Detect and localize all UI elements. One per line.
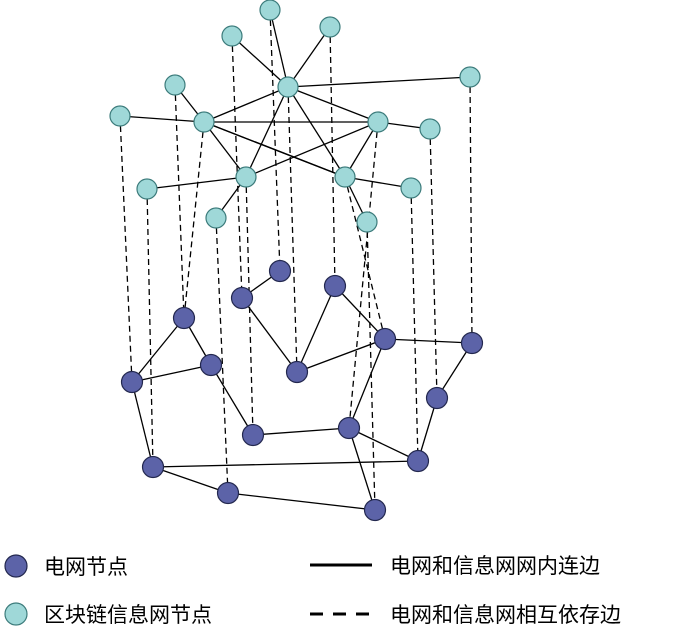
dependency-edge	[174, 84, 185, 319]
legend-internal-edge-label: 电网和信息网网内连边	[390, 554, 600, 578]
power-edge	[131, 381, 154, 468]
dependency-edges	[119, 9, 473, 511]
info-edge	[203, 121, 247, 178]
info-node	[164, 74, 186, 96]
info-node	[277, 76, 299, 98]
info-edge	[344, 121, 379, 178]
power-edge	[296, 338, 386, 373]
power-edge	[348, 338, 386, 429]
legend: 电网节点 区块链信息网节点 电网和信息网网内连边 电网和信息网相互依存边	[4, 554, 621, 627]
power-node	[425, 386, 449, 410]
power-edge	[296, 285, 336, 373]
dependency-edge	[146, 188, 154, 468]
dependency-edge	[344, 176, 386, 340]
power-edge	[131, 317, 185, 383]
info-node	[334, 166, 356, 188]
power-edge	[252, 427, 350, 436]
power-node	[323, 274, 347, 298]
dependency-edge	[329, 26, 336, 287]
power-edge	[348, 427, 419, 462]
info-edge	[245, 121, 379, 178]
info-node	[193, 111, 215, 133]
info-edge	[287, 76, 471, 88]
info-node	[400, 177, 422, 199]
power-node	[172, 306, 196, 330]
power-node	[363, 498, 387, 522]
power-node	[230, 286, 254, 310]
power-node	[285, 360, 309, 384]
info-node	[136, 178, 158, 200]
power-node	[373, 327, 397, 351]
legend-power-node-label: 电网节点	[44, 555, 128, 579]
power-edge	[241, 297, 298, 373]
power-node	[120, 370, 144, 394]
power-edge	[227, 492, 376, 511]
info-edge	[146, 176, 247, 190]
dependency-edge	[429, 128, 438, 399]
power-node	[460, 331, 484, 355]
legend-info-node-icon	[4, 602, 28, 626]
dependency-edge	[469, 76, 473, 344]
info-node	[205, 207, 227, 229]
info-edge	[231, 35, 289, 88]
info-edge	[287, 86, 346, 178]
dependency-edge	[119, 115, 133, 383]
legend-dependency-edge-label: 电网和信息网相互依存边	[390, 603, 621, 627]
info-node	[459, 66, 481, 88]
power-node	[406, 449, 430, 473]
info-node	[319, 16, 341, 38]
dependency-edge	[287, 86, 298, 373]
power-node	[268, 259, 292, 283]
power-network-nodes	[120, 259, 484, 522]
power-edge	[131, 364, 212, 383]
info-node	[356, 211, 378, 233]
power-edge	[210, 364, 254, 436]
power-node	[216, 481, 240, 505]
info-node	[221, 25, 243, 47]
info-edge	[119, 115, 205, 123]
info-node	[109, 105, 131, 127]
info-network-nodes	[109, 0, 481, 233]
dependency-edge	[410, 187, 419, 462]
info-edge	[203, 121, 346, 178]
info-edge	[287, 26, 331, 88]
legend-info-node-label: 区块链信息网节点	[44, 603, 212, 627]
power-edge	[384, 338, 473, 344]
info-edge	[203, 86, 289, 123]
info-node	[235, 166, 257, 188]
power-edge	[348, 427, 376, 511]
info-edge	[269, 9, 289, 88]
legend-power-node-icon	[4, 554, 28, 578]
power-edge	[152, 466, 229, 494]
power-edge	[334, 285, 386, 340]
info-node	[419, 118, 441, 140]
power-node	[337, 416, 361, 440]
power-edge	[152, 460, 419, 468]
power-node	[199, 353, 223, 377]
info-edge	[287, 86, 379, 123]
power-node	[141, 455, 165, 479]
info-node	[259, 0, 281, 21]
info-node	[367, 111, 389, 133]
dependency-edge	[245, 176, 254, 436]
info-edge	[344, 176, 412, 189]
power-node	[241, 423, 265, 447]
dependency-edge	[231, 35, 243, 299]
dependency-edge	[269, 9, 281, 272]
dependency-edge	[215, 217, 229, 494]
info-edge	[245, 86, 289, 178]
dependency-edge	[183, 121, 205, 319]
dependency-edge	[348, 121, 379, 429]
